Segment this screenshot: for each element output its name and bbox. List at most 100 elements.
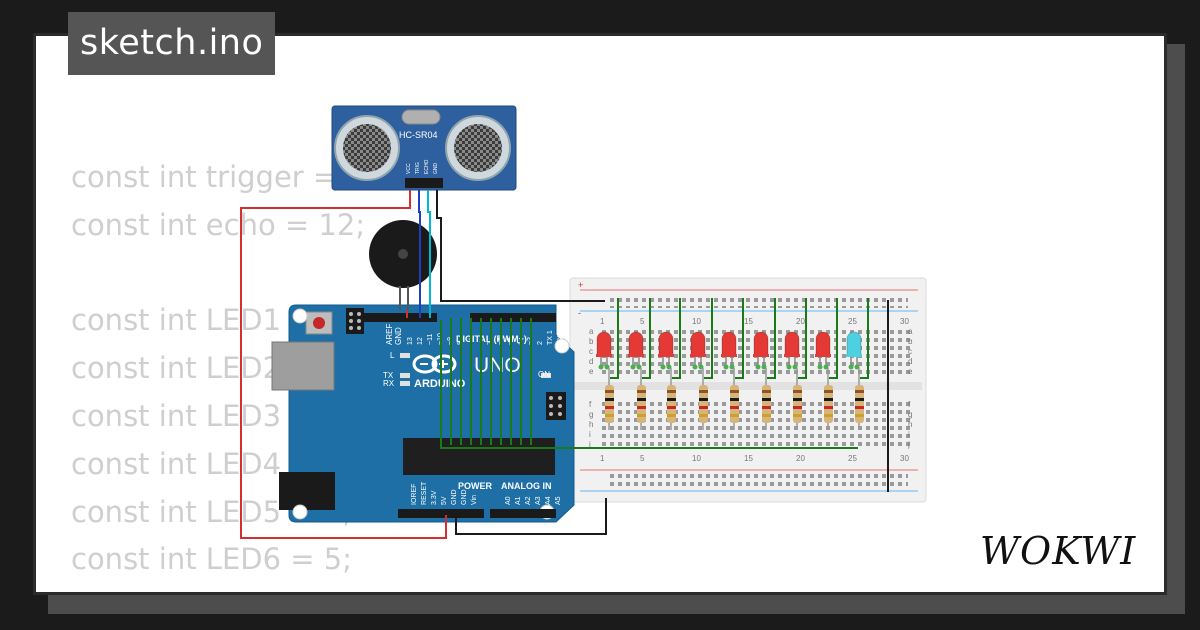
code-line: const int LED6 = 5; [71, 542, 353, 577]
breadboard-row-label: f [589, 400, 592, 409]
breadboard-column-label: 15 [744, 317, 753, 326]
wire-led-7 [798, 298, 807, 379]
analog-label: ANALOG IN [501, 481, 552, 491]
resistor-5[interactable] [730, 368, 739, 430]
wokwi-logo: WOKWI [980, 529, 1136, 573]
breadboard-column-label: 10 [692, 317, 701, 326]
wire-trig [418, 190, 421, 318]
led-5[interactable] [721, 331, 737, 370]
led-4[interactable] [690, 331, 706, 370]
breadboard-row-label: i [589, 430, 591, 439]
wire-led-1 [610, 298, 619, 379]
power-pin-label: RESET [421, 481, 428, 505]
led-2[interactable] [628, 331, 644, 370]
breadboard-row-label: b [908, 337, 913, 346]
resistor-3[interactable] [667, 368, 676, 430]
resistor-8[interactable] [824, 368, 833, 430]
sensor-pin-vcc: VCC [406, 163, 412, 174]
breadboard-column-label: 1 [600, 454, 605, 463]
on-label: ON [538, 370, 550, 379]
breadboard-column-label: 20 [796, 454, 805, 463]
breadboard-column-label: 30 [900, 454, 909, 463]
breadboard-row-label: j [907, 440, 910, 449]
breadboard-row-label: b [589, 337, 594, 346]
crystal-oscillator [401, 109, 441, 125]
usb-port [271, 341, 335, 391]
breadboard-row-label: i [908, 430, 910, 439]
wire-led-9 [860, 298, 869, 379]
led-l-label: L [390, 351, 395, 360]
wire-led-6 [767, 298, 776, 379]
led-8[interactable] [815, 331, 831, 370]
power-label: POWER [458, 481, 493, 491]
code-line: const int LED2 = 9; [71, 351, 353, 386]
resistor-2[interactable] [637, 368, 646, 430]
code-background: const int trigger = 13;const int echo = … [71, 154, 393, 592]
wire-led-4 [704, 298, 713, 379]
breadboard-column-label: 5 [640, 317, 645, 326]
breadboard-row-label: d [589, 357, 593, 366]
analog-pin-label: A2 [525, 496, 532, 505]
rail-minus-label: - [578, 308, 581, 318]
sensor-pin-trig: TRIG [415, 162, 421, 174]
breadboard-row-label: f [908, 400, 911, 409]
power-pin-label: Vin [471, 495, 478, 505]
breadboard-column-label: 20 [796, 317, 805, 326]
wire-led-8 [829, 298, 838, 379]
breadboard-row-label: c [589, 347, 593, 356]
rx-label: RX [383, 379, 395, 388]
breadboard-row-label: h [908, 420, 912, 429]
wire-led-2 [642, 298, 651, 379]
led-6[interactable] [753, 331, 769, 370]
power-pin-label: GND [451, 489, 458, 505]
led-1[interactable] [596, 331, 612, 370]
wire-led-5 [735, 298, 744, 379]
wokwi-logo-text: WOKWI [980, 529, 1136, 573]
wire-echo [427, 190, 431, 318]
power-pin-label: 5V [441, 496, 448, 505]
analog-pin-label: A3 [535, 496, 542, 505]
breadboard-row-label: g [908, 410, 912, 419]
breadboard-row-label: a [589, 327, 594, 336]
breadboard-column-label: 30 [900, 317, 909, 326]
breadboard-row-label: c [908, 347, 912, 356]
wires [240, 190, 889, 539]
breadboard-column-label: 10 [692, 454, 701, 463]
led-9[interactable] [846, 331, 862, 370]
sensor-pin-echo: ECHO [424, 159, 430, 174]
filename-tab[interactable]: sketch.ino [68, 12, 276, 75]
arduino-uno[interactable]: L TX RX ON AREF GND DIGITAL (PWM~) UNO A… [271, 304, 575, 523]
atmega-chip [403, 438, 555, 475]
power-pin-label: GND [461, 489, 468, 505]
power-jack [279, 472, 335, 510]
buzzer[interactable] [369, 220, 437, 310]
breadboard-row-label: e [589, 367, 594, 376]
led-3[interactable] [658, 331, 674, 370]
model-label: UNO [474, 354, 521, 377]
resistor-1[interactable] [605, 368, 614, 430]
breadboard-column-label: 25 [848, 317, 857, 326]
digital-pin-label: ~11 [427, 334, 434, 345]
brand-label: ARDUINO [414, 378, 466, 390]
resistor-6[interactable] [762, 368, 771, 430]
resistor-4[interactable] [699, 368, 708, 430]
breadboard-row-label: a [908, 327, 913, 336]
wire-board-gnd [455, 498, 607, 535]
led-7[interactable] [784, 331, 800, 370]
breadboard-column-label: 25 [848, 454, 857, 463]
rail-plus-label: + [578, 280, 583, 290]
sensor-label: HC-SR04 [399, 130, 438, 140]
resistor-7[interactable] [793, 368, 802, 430]
resistor-9[interactable] [855, 368, 864, 430]
breadboard-column-label: 5 [640, 454, 645, 463]
analog-pin-label: A5 [555, 496, 562, 505]
led-array [596, 331, 864, 430]
breadboard-row-label: j [588, 440, 591, 449]
sensor-pin-gnd: GND [433, 163, 439, 175]
wire-led-3 [672, 298, 681, 379]
breadboard-row-label: g [589, 410, 593, 419]
breadboard-row-label: e [908, 367, 913, 376]
hc-sr04-sensor[interactable]: HC-SR04 VCC TRIG ECHO GND [331, 105, 517, 191]
wire-vcc-5v [240, 190, 447, 539]
